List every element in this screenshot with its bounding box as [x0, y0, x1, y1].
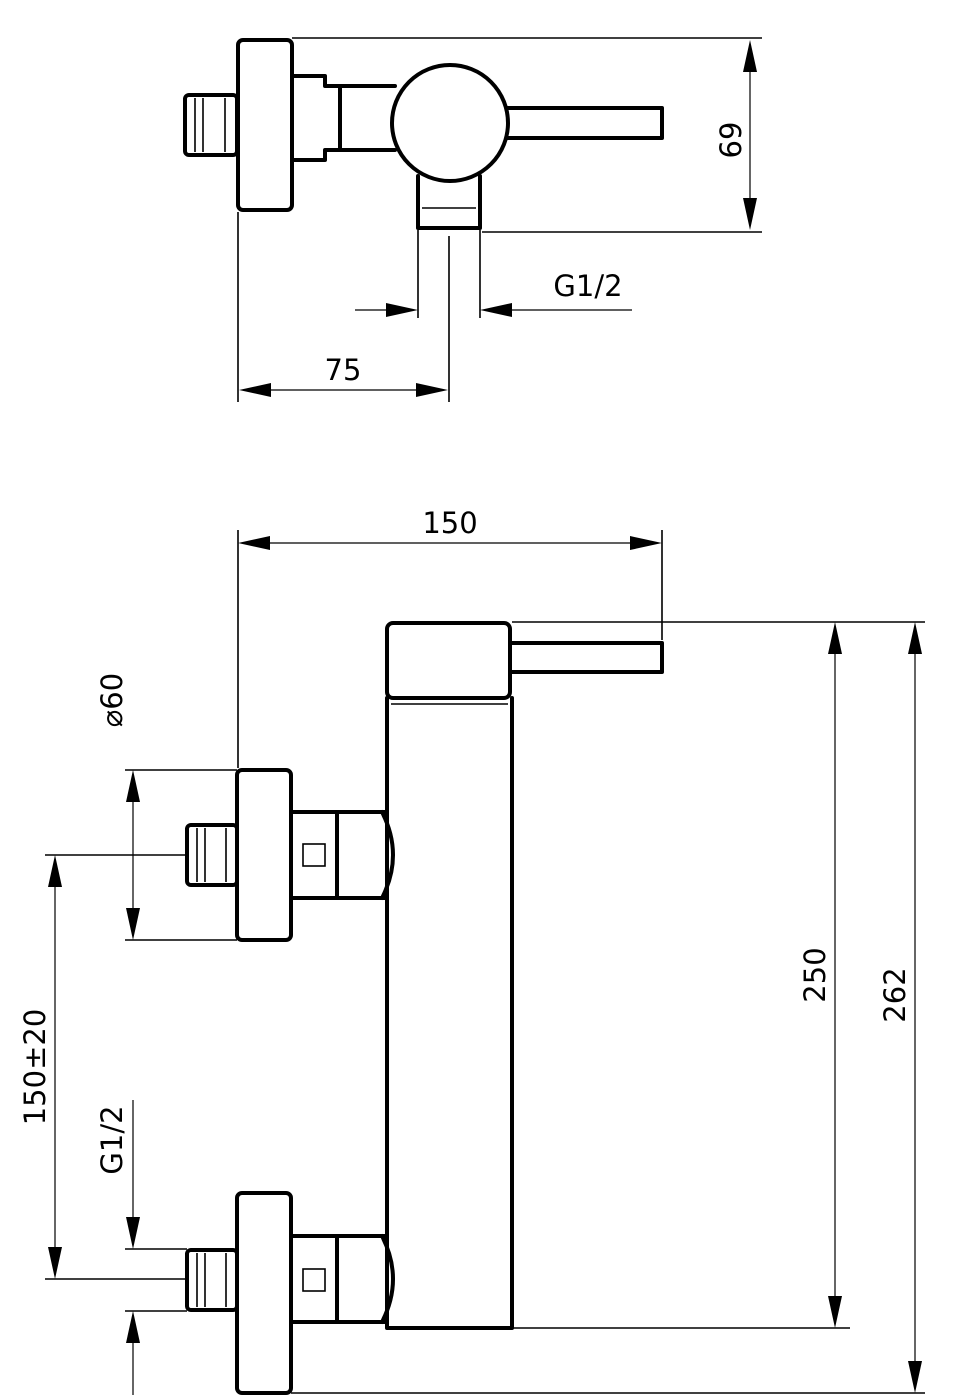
front-thread-dimension: G1/2	[95, 1100, 187, 1395]
front-view-outline	[185, 621, 664, 1395]
top-view: 69 G1/2 75	[183, 37, 762, 402]
top-view-outline	[183, 38, 664, 230]
top-thread-label: G1/2	[553, 269, 622, 303]
top-thread-dimension: G1/2	[355, 230, 632, 318]
front-total-height-dimension: 262	[291, 621, 925, 1394]
front-spacing-dimension: 150±20	[18, 854, 187, 1280]
front-total-height-label: 262	[878, 967, 912, 1022]
top-height-label: 69	[714, 122, 748, 159]
front-width-label: 150	[422, 506, 477, 540]
front-body-height-dimension: 250	[512, 621, 850, 1329]
top-offset-label: 75	[325, 353, 362, 387]
top-height-dimension: 69	[292, 37, 762, 233]
front-spacing-label: 150±20	[18, 1009, 52, 1126]
front-body-height-label: 250	[798, 947, 832, 1002]
top-offset-dimension: 75	[237, 212, 450, 402]
front-width-dimension: 150	[237, 506, 663, 768]
front-view: 150 ⌀60 250 262 150±	[18, 506, 925, 1395]
front-diameter-dimension: ⌀60	[95, 673, 237, 941]
front-diameter-label: ⌀60	[95, 673, 129, 727]
front-thread-label: G1/2	[95, 1105, 129, 1174]
